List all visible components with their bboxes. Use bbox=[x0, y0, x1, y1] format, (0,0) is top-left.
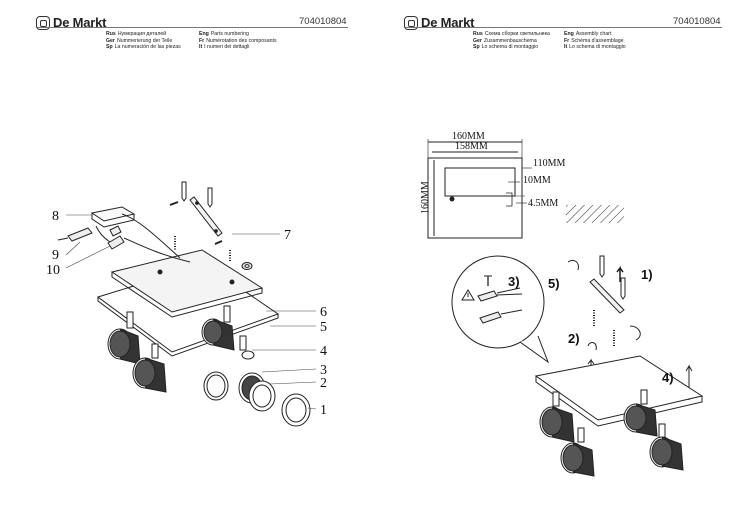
screw-icon bbox=[214, 240, 223, 245]
arrow-up-icon bbox=[616, 265, 624, 282]
plate-edge bbox=[97, 297, 279, 357]
spot-head bbox=[239, 335, 255, 360]
rotate-arrow-icon bbox=[567, 259, 579, 271]
logo-icon bbox=[404, 15, 418, 30]
step-4: 4) bbox=[662, 370, 674, 385]
screw-icon bbox=[169, 201, 179, 206]
header-divider-left bbox=[36, 27, 348, 28]
spot-head bbox=[107, 311, 141, 365]
brand-name: De Markt bbox=[53, 15, 107, 30]
part-number-3: 3 bbox=[320, 363, 327, 378]
part-number-1: 1 bbox=[320, 403, 327, 418]
spot-head bbox=[132, 343, 167, 393]
brand-logo-right: De Markt bbox=[404, 15, 475, 30]
part-number-5: 5 bbox=[320, 320, 327, 335]
canopy-edge bbox=[111, 272, 263, 318]
dim-hole: 4.5MM bbox=[528, 198, 558, 209]
part-number-2: 2 bbox=[320, 376, 327, 391]
dowel-icon bbox=[181, 181, 187, 202]
plate-outline bbox=[427, 157, 523, 239]
brand-name: De Markt bbox=[421, 15, 475, 30]
header-divider-right bbox=[404, 27, 722, 28]
driver-box bbox=[90, 206, 136, 222]
spot-head bbox=[201, 305, 235, 351]
rotate-arrow-icon bbox=[629, 325, 641, 341]
dowel-icon bbox=[599, 255, 605, 278]
mounting-bracket bbox=[589, 278, 625, 314]
step-3: 3) bbox=[508, 274, 520, 289]
product-code-left: 704010804 bbox=[299, 16, 347, 27]
canopy-top bbox=[110, 249, 264, 313]
warning-icon bbox=[461, 289, 475, 301]
detail-circle bbox=[451, 255, 545, 349]
bracket-outline bbox=[444, 167, 516, 197]
part-number-10: 10 bbox=[46, 263, 60, 278]
step-5: 5) bbox=[548, 276, 560, 291]
connector-block bbox=[67, 227, 93, 242]
dim-height: 160MM bbox=[420, 181, 431, 214]
exploded-view bbox=[57, 181, 317, 427]
part-number-8: 8 bbox=[52, 209, 59, 224]
step-2: 2) bbox=[568, 331, 580, 346]
part-number-4: 4 bbox=[320, 344, 327, 359]
assembly-drawing bbox=[451, 255, 704, 477]
dim-bracket-width: 110MM bbox=[533, 158, 566, 169]
step-1: 1) bbox=[641, 267, 653, 282]
wire bbox=[121, 213, 181, 259]
ceiling-hatch bbox=[566, 205, 624, 223]
dimension-drawing bbox=[427, 139, 624, 239]
terminal-block bbox=[107, 235, 125, 250]
dowel-icon bbox=[620, 277, 626, 300]
dim-depth: 10MM bbox=[523, 175, 551, 186]
part-number-6: 6 bbox=[320, 305, 327, 320]
dim-inner-width: 158MM bbox=[455, 141, 488, 152]
detail-pointer bbox=[519, 335, 550, 364]
dim-outer-width: 160MM bbox=[452, 131, 485, 142]
rotate-arrow-icon bbox=[587, 342, 597, 351]
brand-logo-left: De Markt bbox=[36, 15, 107, 30]
mounting-bracket bbox=[189, 196, 223, 237]
connector-block bbox=[477, 290, 498, 302]
lamp-rings bbox=[203, 371, 311, 427]
logo-icon bbox=[36, 15, 50, 30]
dowel-icon bbox=[207, 187, 213, 208]
part-number-7: 7 bbox=[284, 228, 291, 243]
product-code-right: 704010804 bbox=[673, 16, 721, 27]
part-number-9: 9 bbox=[52, 248, 59, 263]
